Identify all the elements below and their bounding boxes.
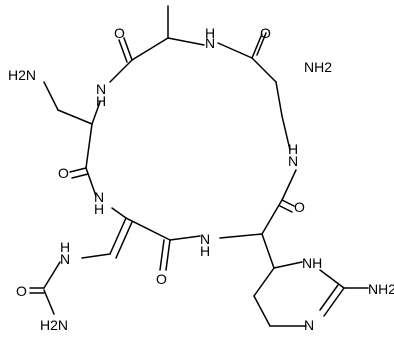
o-mid-right-label: O bbox=[294, 199, 305, 215]
nh-lower-center-label: N bbox=[200, 231, 210, 247]
nh2-bottom-right-label: NH2 bbox=[368, 281, 394, 297]
o-bottom-label: O bbox=[156, 271, 167, 287]
nh-left-lower-label: N bbox=[94, 189, 104, 205]
o-mid-left-label: O bbox=[58, 165, 69, 181]
h-right-ring-label: H bbox=[288, 141, 298, 157]
nh2-top-left-label: H2N bbox=[8, 67, 36, 83]
nh-left-upper-label: N bbox=[96, 81, 106, 97]
nh-pyr-label: NH bbox=[302, 255, 322, 271]
nh-alanine-label: N bbox=[205, 35, 215, 51]
h-lower-center-label: H bbox=[200, 243, 210, 259]
n-pyr-label: N bbox=[304, 317, 314, 333]
nh2-urea-label: H2N bbox=[40, 317, 68, 333]
o-top-left-label: O bbox=[114, 25, 125, 41]
atom-labels: H2N N H NH2 N H O O N H O N H O N H N H … bbox=[8, 25, 394, 333]
nh-right-ring-label: N bbox=[288, 153, 298, 169]
nh-urea-label: N bbox=[60, 251, 70, 267]
nh2-top-right-label: NH2 bbox=[304, 59, 332, 75]
h-urea-label: H bbox=[60, 239, 70, 255]
o-top-right-label: O bbox=[260, 25, 271, 41]
bond-lines bbox=[29, 5, 369, 327]
h-left-upper-label: H bbox=[96, 93, 106, 109]
h-left-lower-label: H bbox=[94, 201, 104, 217]
o-urea-label: O bbox=[16, 283, 27, 299]
h-alanine-label: H bbox=[205, 25, 215, 41]
